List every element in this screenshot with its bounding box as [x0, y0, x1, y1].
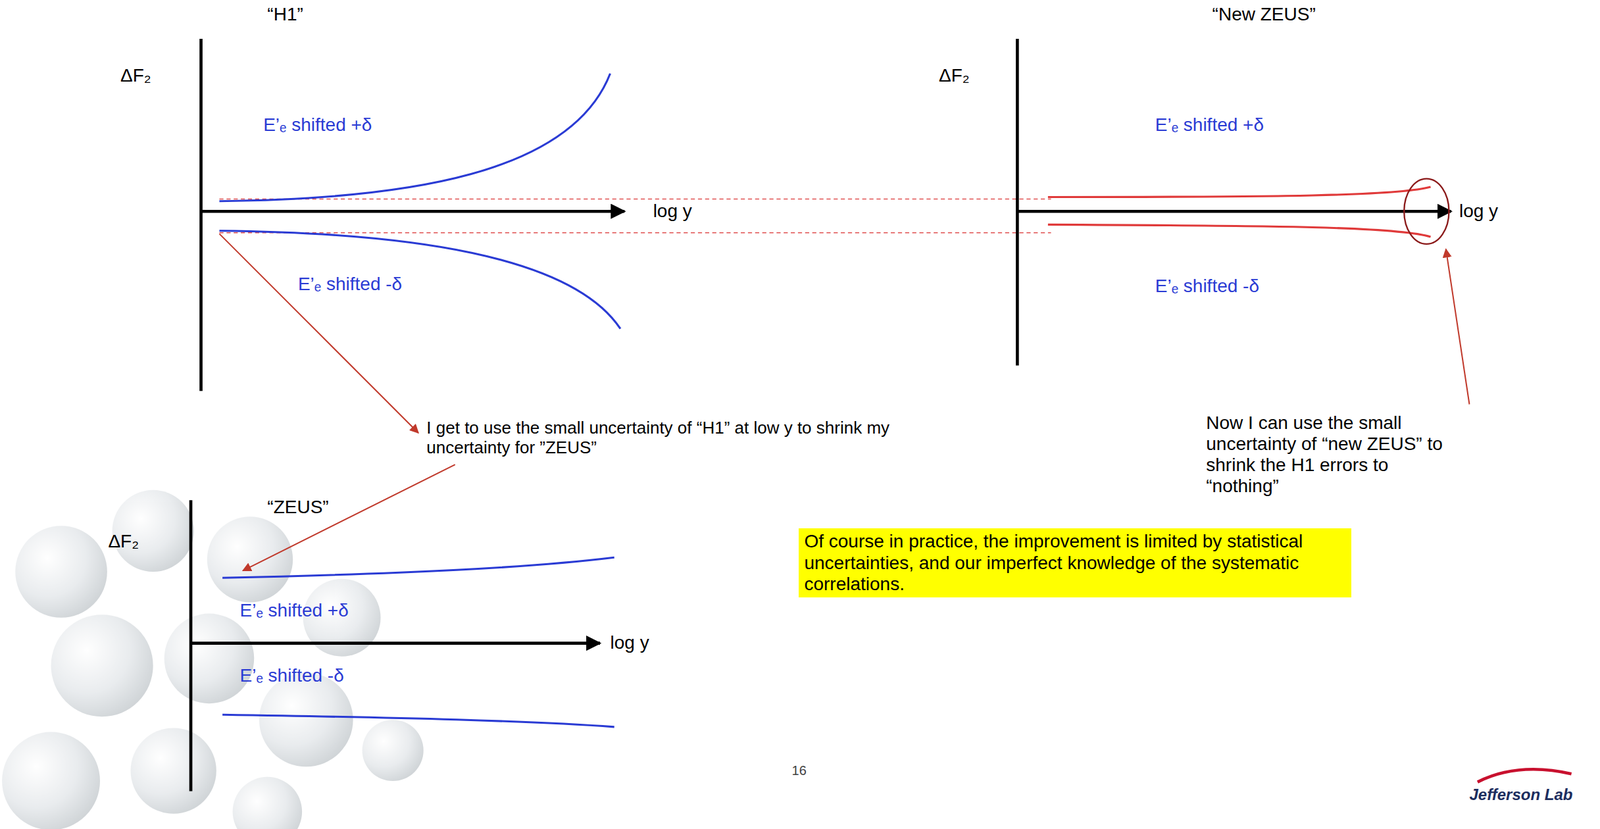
sphere [1, 732, 100, 829]
axis-label: log y [610, 633, 650, 652]
y-axis [1015, 38, 1020, 366]
shift-curve [1048, 224, 1431, 237]
axis-label: log y [653, 201, 693, 221]
x-axis [1017, 209, 1451, 214]
curve-label: E’ₑ shifted -δ [1155, 275, 1260, 297]
y-axis [189, 500, 193, 791]
shift-curve [222, 557, 615, 578]
axis-label: ΔF₂ [107, 530, 139, 552]
curve-label: E’ₑ shifted +δ [239, 600, 349, 622]
highlight-ellipse [1403, 178, 1449, 245]
logo-text: Jefferson Lab [1469, 785, 1573, 804]
reference-dash [219, 232, 1051, 234]
box-text: Of course in practice, the improvement i… [803, 530, 1347, 595]
plot-title: “H1” [267, 3, 303, 25]
shift-curve [1048, 186, 1431, 198]
sphere [164, 613, 254, 704]
y-axis [199, 38, 203, 391]
leader-arrow [242, 464, 456, 571]
nucleon-illustration [1, 490, 424, 829]
highlight-box: Of course in practice, the improvement i… [798, 528, 1352, 598]
logo-swoosh [1477, 769, 1572, 782]
x-axis [190, 641, 600, 645]
page-number: 16 [792, 763, 807, 779]
sphere [51, 614, 154, 717]
sphere [362, 719, 424, 781]
x-axis [201, 209, 625, 214]
plot-title: “New ZEUS” [1212, 3, 1316, 25]
shift-curve [219, 73, 610, 202]
sphere [130, 727, 217, 814]
sphere [15, 525, 108, 618]
curve-label: E’ₑ shifted +δ [1155, 114, 1264, 136]
axis-label: ΔF₂ [938, 65, 970, 87]
curve-label: E’ₑ shifted +δ [263, 114, 372, 136]
annotation-note: I get to use the small uncertainty of “H… [426, 418, 900, 458]
plot-title: “ZEUS” [267, 496, 329, 518]
reference-dash [219, 198, 1051, 200]
shift-curve [219, 230, 621, 329]
axis-label: ΔF₂ [120, 65, 152, 87]
sphere [232, 776, 302, 829]
curve-label: E’ₑ shifted -δ [239, 665, 344, 687]
leader-arrow [1446, 249, 1470, 405]
annotation-note: Now I can use the small uncertainty of “… [1205, 412, 1447, 498]
shift-curve [222, 714, 615, 727]
sphere [207, 516, 293, 602]
sphere [259, 673, 354, 768]
axis-label: log y [1459, 201, 1499, 221]
leader-arrow [219, 233, 418, 433]
curve-label: E’ₑ shifted -δ [298, 273, 402, 295]
